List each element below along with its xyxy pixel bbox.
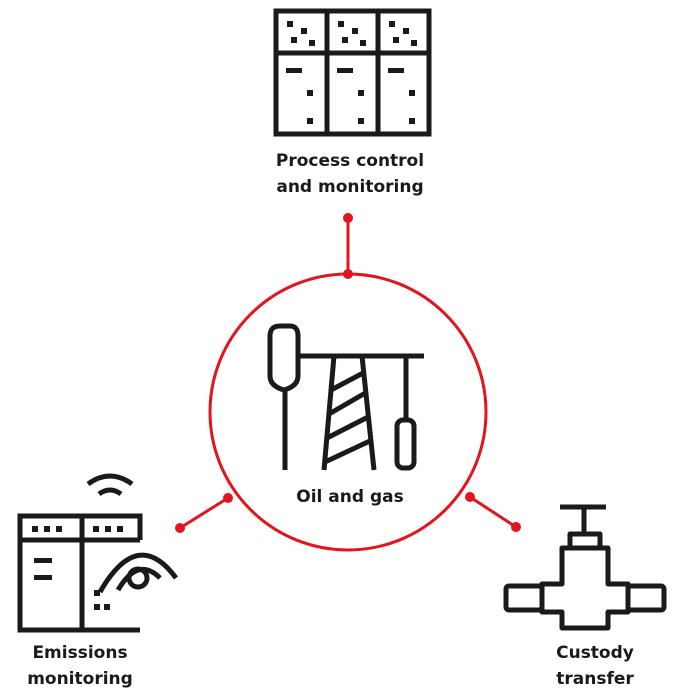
- emissions-line2: monitoring: [27, 669, 133, 689]
- control-cabinet-icon: [273, 8, 432, 137]
- process-control-line1: Process control: [275, 151, 425, 171]
- process-control-label: Process control and monitoring: [240, 148, 460, 200]
- valve-icon: [503, 504, 667, 631]
- custody-line1: Custody: [556, 643, 634, 663]
- connector-process: [343, 213, 353, 279]
- connector-emissions: [175, 493, 233, 533]
- process-control-line2: and monitoring: [276, 177, 424, 197]
- emissions-line1: Emissions: [32, 643, 128, 663]
- custody-line2: transfer: [556, 669, 634, 689]
- custody-transfer-label: Custody transfer: [510, 640, 680, 692]
- emissions-monitoring-label: Emissions monitoring: [0, 640, 160, 692]
- oil-and-gas-label: Oil and gas: [296, 487, 404, 507]
- center-label: Oil and gas: [270, 484, 430, 510]
- emissions-analyzer-icon: [17, 473, 179, 633]
- connector-custody: [465, 492, 521, 532]
- pumpjack-icon: [267, 323, 424, 471]
